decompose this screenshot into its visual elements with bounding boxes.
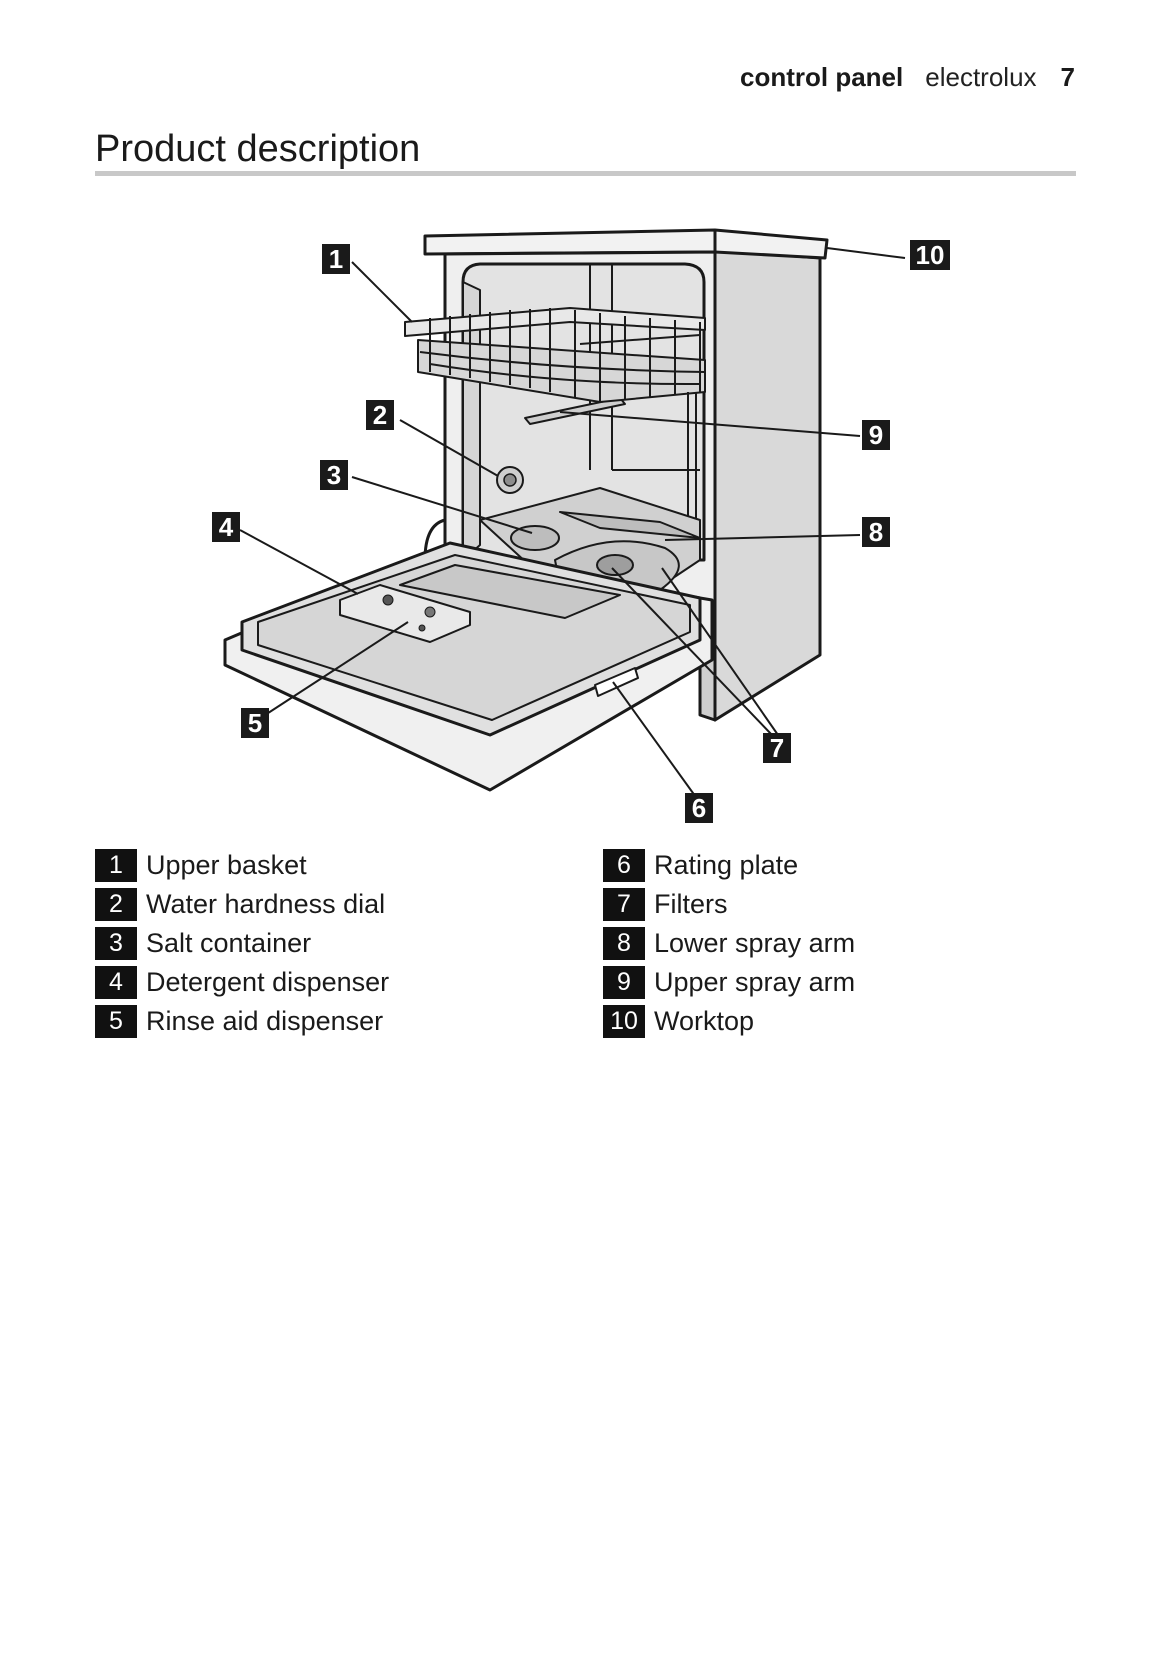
legend-label: Rinse aid dispenser: [146, 1006, 383, 1037]
callout-4: 4: [212, 512, 240, 542]
legend-number: 7: [603, 888, 645, 921]
legend-left: 1 Upper basket 2 Water hardness dial 3 S…: [95, 846, 389, 1041]
callout-4-label: 4: [219, 512, 234, 542]
legend-item-filters: 7 Filters: [603, 885, 855, 924]
legend-item-worktop: 10 Worktop: [603, 1002, 855, 1041]
callout-6-label: 6: [692, 793, 706, 823]
legend-number: 10: [603, 1005, 645, 1038]
legend-label: Water hardness dial: [146, 889, 385, 920]
legend-item-lower-spray-arm: 8 Lower spray arm: [603, 924, 855, 963]
legend-item-water-hardness-dial: 2 Water hardness dial: [95, 885, 389, 924]
callout-10-label: 10: [916, 240, 945, 270]
legend-number: 9: [603, 966, 645, 999]
legend-number: 4: [95, 966, 137, 999]
legend-label: Filters: [654, 889, 728, 920]
legend-right: 6 Rating plate 7 Filters 8 Lower spray a…: [603, 846, 855, 1041]
callout-2-label: 2: [373, 400, 387, 430]
callout-5-label: 5: [248, 708, 262, 738]
legend-number: 5: [95, 1005, 137, 1038]
callout-2: 2: [366, 400, 394, 430]
callout-6: 6: [685, 793, 713, 823]
legend-number: 8: [603, 927, 645, 960]
callout-7-label: 7: [770, 733, 784, 763]
legend-number: 1: [95, 849, 137, 882]
legend-number: 3: [95, 927, 137, 960]
legend-item-rinse-aid-dispenser: 5 Rinse aid dispenser: [95, 1002, 389, 1041]
legend-label: Detergent dispenser: [146, 967, 389, 998]
callout-9-label: 9: [869, 420, 883, 450]
legend-item-salt-container: 3 Salt container: [95, 924, 389, 963]
legend-label: Upper basket: [146, 850, 307, 881]
legend-item-detergent-dispenser: 4 Detergent dispenser: [95, 963, 389, 1002]
callout-1: 1: [322, 244, 350, 274]
callout-8-label: 8: [869, 517, 883, 547]
legend-number: 6: [603, 849, 645, 882]
legend-label: Upper spray arm: [654, 967, 855, 998]
cabinet-side: [715, 250, 820, 720]
legend-item-rating-plate: 6 Rating plate: [603, 846, 855, 885]
legend-label: Salt container: [146, 928, 311, 959]
legend-number: 2: [95, 888, 137, 921]
legend-item-upper-spray-arm: 9 Upper spray arm: [603, 963, 855, 1002]
callout-1-label: 1: [329, 244, 343, 274]
legend-label: Rating plate: [654, 850, 798, 881]
callout-8: 8: [862, 517, 890, 547]
callout-7: 7: [763, 733, 791, 763]
callout-3: 3: [320, 460, 348, 490]
callout-9: 9: [862, 420, 890, 450]
legend-item-upper-basket: 1 Upper basket: [95, 846, 389, 885]
legend-label: Lower spray arm: [654, 928, 855, 959]
callout-10: 10: [910, 240, 950, 270]
callout-3-label: 3: [327, 460, 341, 490]
legend-label: Worktop: [654, 1006, 754, 1037]
callout-5: 5: [241, 708, 269, 738]
